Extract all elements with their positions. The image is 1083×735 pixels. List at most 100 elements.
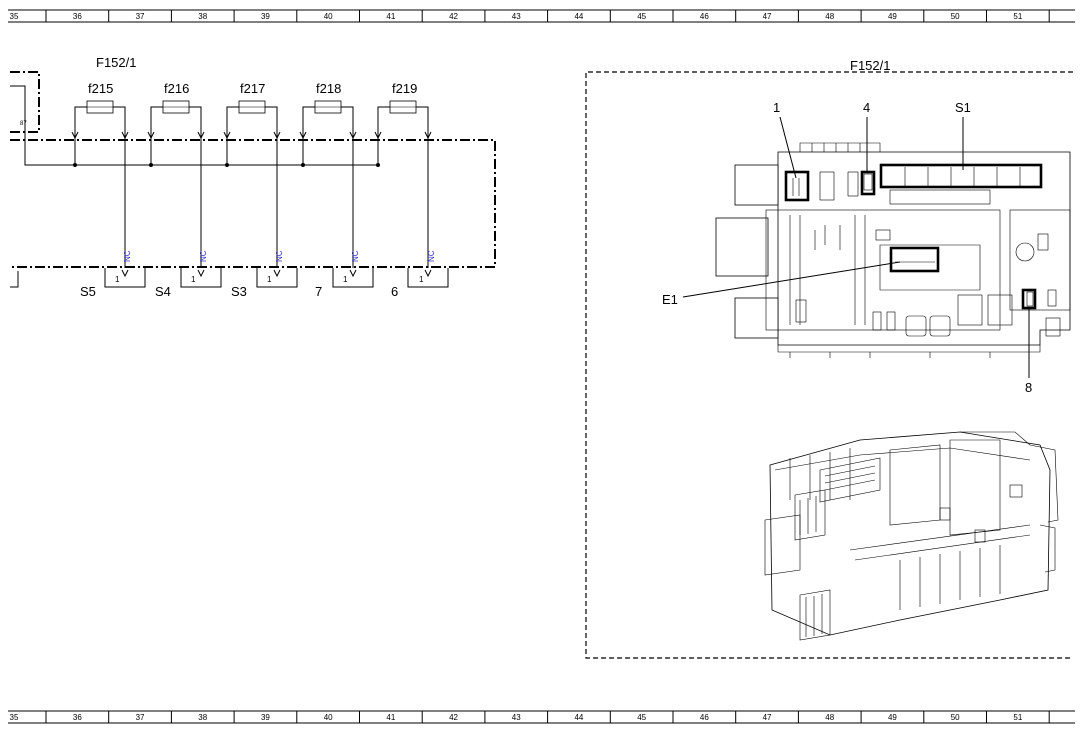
bottom-relay (957, 294, 983, 326)
fusebox-enclosure-outline (10, 139, 496, 268)
bus-junction (73, 163, 77, 167)
ruler-column-label: 41 (386, 713, 395, 722)
connector-outline (104, 268, 146, 288)
leader-e1 (682, 261, 901, 298)
callout-1: 1 (773, 100, 780, 115)
e1-housing (879, 244, 981, 291)
connector-label-s3: S3 (231, 284, 247, 299)
bottom-relay (1045, 317, 1061, 337)
ruler-column-label: 38 (198, 12, 207, 21)
connector-pin-arrow (197, 269, 205, 278)
callout-4: 4 (863, 100, 870, 115)
nc-label-s5: NC (123, 250, 132, 262)
fuse-label-f217: f217 (240, 81, 265, 96)
fuse-schematic: F152/1 87 S5 S4 S3 7 6 f215 f216 f217 f2… (10, 55, 496, 299)
bus-junction (225, 163, 229, 167)
ruler-column-label: 36 (73, 713, 82, 722)
pin-label-6: 1 (419, 275, 424, 284)
iso-fuse-8 (1009, 484, 1023, 498)
connector-outline (332, 268, 374, 288)
fuse-label-f216: f216 (164, 81, 189, 96)
fuse-circuit-f218 (299, 100, 374, 288)
ruler-column-label: 38 (198, 713, 207, 722)
ruler-column-label: 51 (1013, 713, 1022, 722)
fuse-8-slot (1026, 291, 1034, 307)
fuse-input-wire (150, 106, 163, 165)
highlight-position-1 (784, 170, 810, 202)
callout-s1: S1 (955, 100, 971, 115)
nc-label-6: NC (427, 250, 436, 262)
fuse-output-wire (189, 106, 202, 268)
ruler-column-label: 47 (763, 12, 772, 21)
ruler-column-label: 42 (449, 12, 458, 21)
left-tab-lower (734, 297, 779, 339)
ruler-column-label: 46 (700, 713, 709, 722)
ruler-column-label: 45 (637, 12, 646, 21)
iso-fuse-rows (824, 465, 876, 491)
ruler-column-label: 35 (10, 713, 19, 722)
fuse-label-f219: f219 (392, 81, 417, 96)
bus-junction (301, 163, 305, 167)
terminal-arrow (71, 131, 79, 140)
fuse-circuit-f219 (374, 100, 449, 288)
iso-right-clip-2 (1039, 524, 1056, 573)
fuse-output-wire (265, 106, 278, 268)
fuse-input-wire (226, 106, 239, 165)
connector-outline (256, 268, 298, 288)
nc-label-s4: NC (199, 250, 208, 262)
ruler-column-label: 37 (136, 713, 145, 722)
connector-pin-arrow (349, 269, 357, 278)
component-view-title: F152/1 (850, 58, 890, 73)
ruler-column-label: 35 (10, 12, 19, 21)
s1-cell-dividers (904, 167, 1021, 188)
iso-small-fuse (974, 529, 986, 543)
bottom-slot (795, 299, 807, 323)
ruler-column-label: 39 (261, 12, 270, 21)
callout-8: 8 (1025, 380, 1032, 395)
terminal-arrow (223, 131, 231, 140)
terminal-arrow (147, 131, 155, 140)
ruler-column-label: 48 (825, 12, 834, 21)
inner-bus-lines (789, 215, 866, 325)
ruler-column-label: 47 (763, 713, 772, 722)
terminal-arrow (273, 131, 281, 140)
iso-small-fuse (939, 507, 951, 521)
ruler-column-label: 50 (951, 12, 960, 21)
terminal-arrow (299, 131, 307, 140)
iso-mid-edge (849, 524, 1031, 551)
connector-label-7: 7 (315, 284, 322, 299)
ruler-column-label: 49 (888, 713, 897, 722)
iso-ribs-left (789, 448, 851, 500)
upstream-feed-wire (10, 85, 26, 132)
ruler-column-label: 51 (1013, 12, 1022, 21)
iso-top-edge (774, 447, 1031, 471)
terminal-arrow (197, 131, 205, 140)
feed-bus-wire (24, 132, 378, 166)
ruler-column-label: 40 (324, 713, 333, 722)
component-view: F152/1 (585, 58, 1073, 659)
iso-bottom-connector-ribs (805, 594, 823, 637)
fuse-label-f215: f215 (88, 81, 113, 96)
iso-body-outline (769, 431, 1051, 636)
terminal-arrow (121, 131, 129, 140)
pin-label-7: 1 (343, 275, 348, 284)
iso-top-cap (960, 431, 1031, 446)
connector-outline (407, 268, 449, 288)
top-ridge-ribs (811, 143, 861, 152)
iso-bottom-connector (799, 589, 831, 641)
ruler-column-label: 42 (449, 713, 458, 722)
iso-relay-block (949, 439, 1001, 536)
relay-knob (1015, 242, 1035, 262)
schematic-title: F152/1 (96, 55, 136, 70)
ruler-column-label: 41 (386, 12, 395, 21)
connector-label-6: 6 (391, 284, 398, 299)
highlight-position-4 (860, 170, 876, 196)
ruler-column-label: 36 (73, 12, 82, 21)
bottom-clips (789, 352, 991, 358)
ruler-column-label: 43 (512, 713, 521, 722)
terminal-arrow (349, 131, 357, 140)
bottom-slot (1047, 289, 1057, 307)
fuse-input-wire (302, 106, 315, 165)
connector-outline (180, 268, 222, 288)
